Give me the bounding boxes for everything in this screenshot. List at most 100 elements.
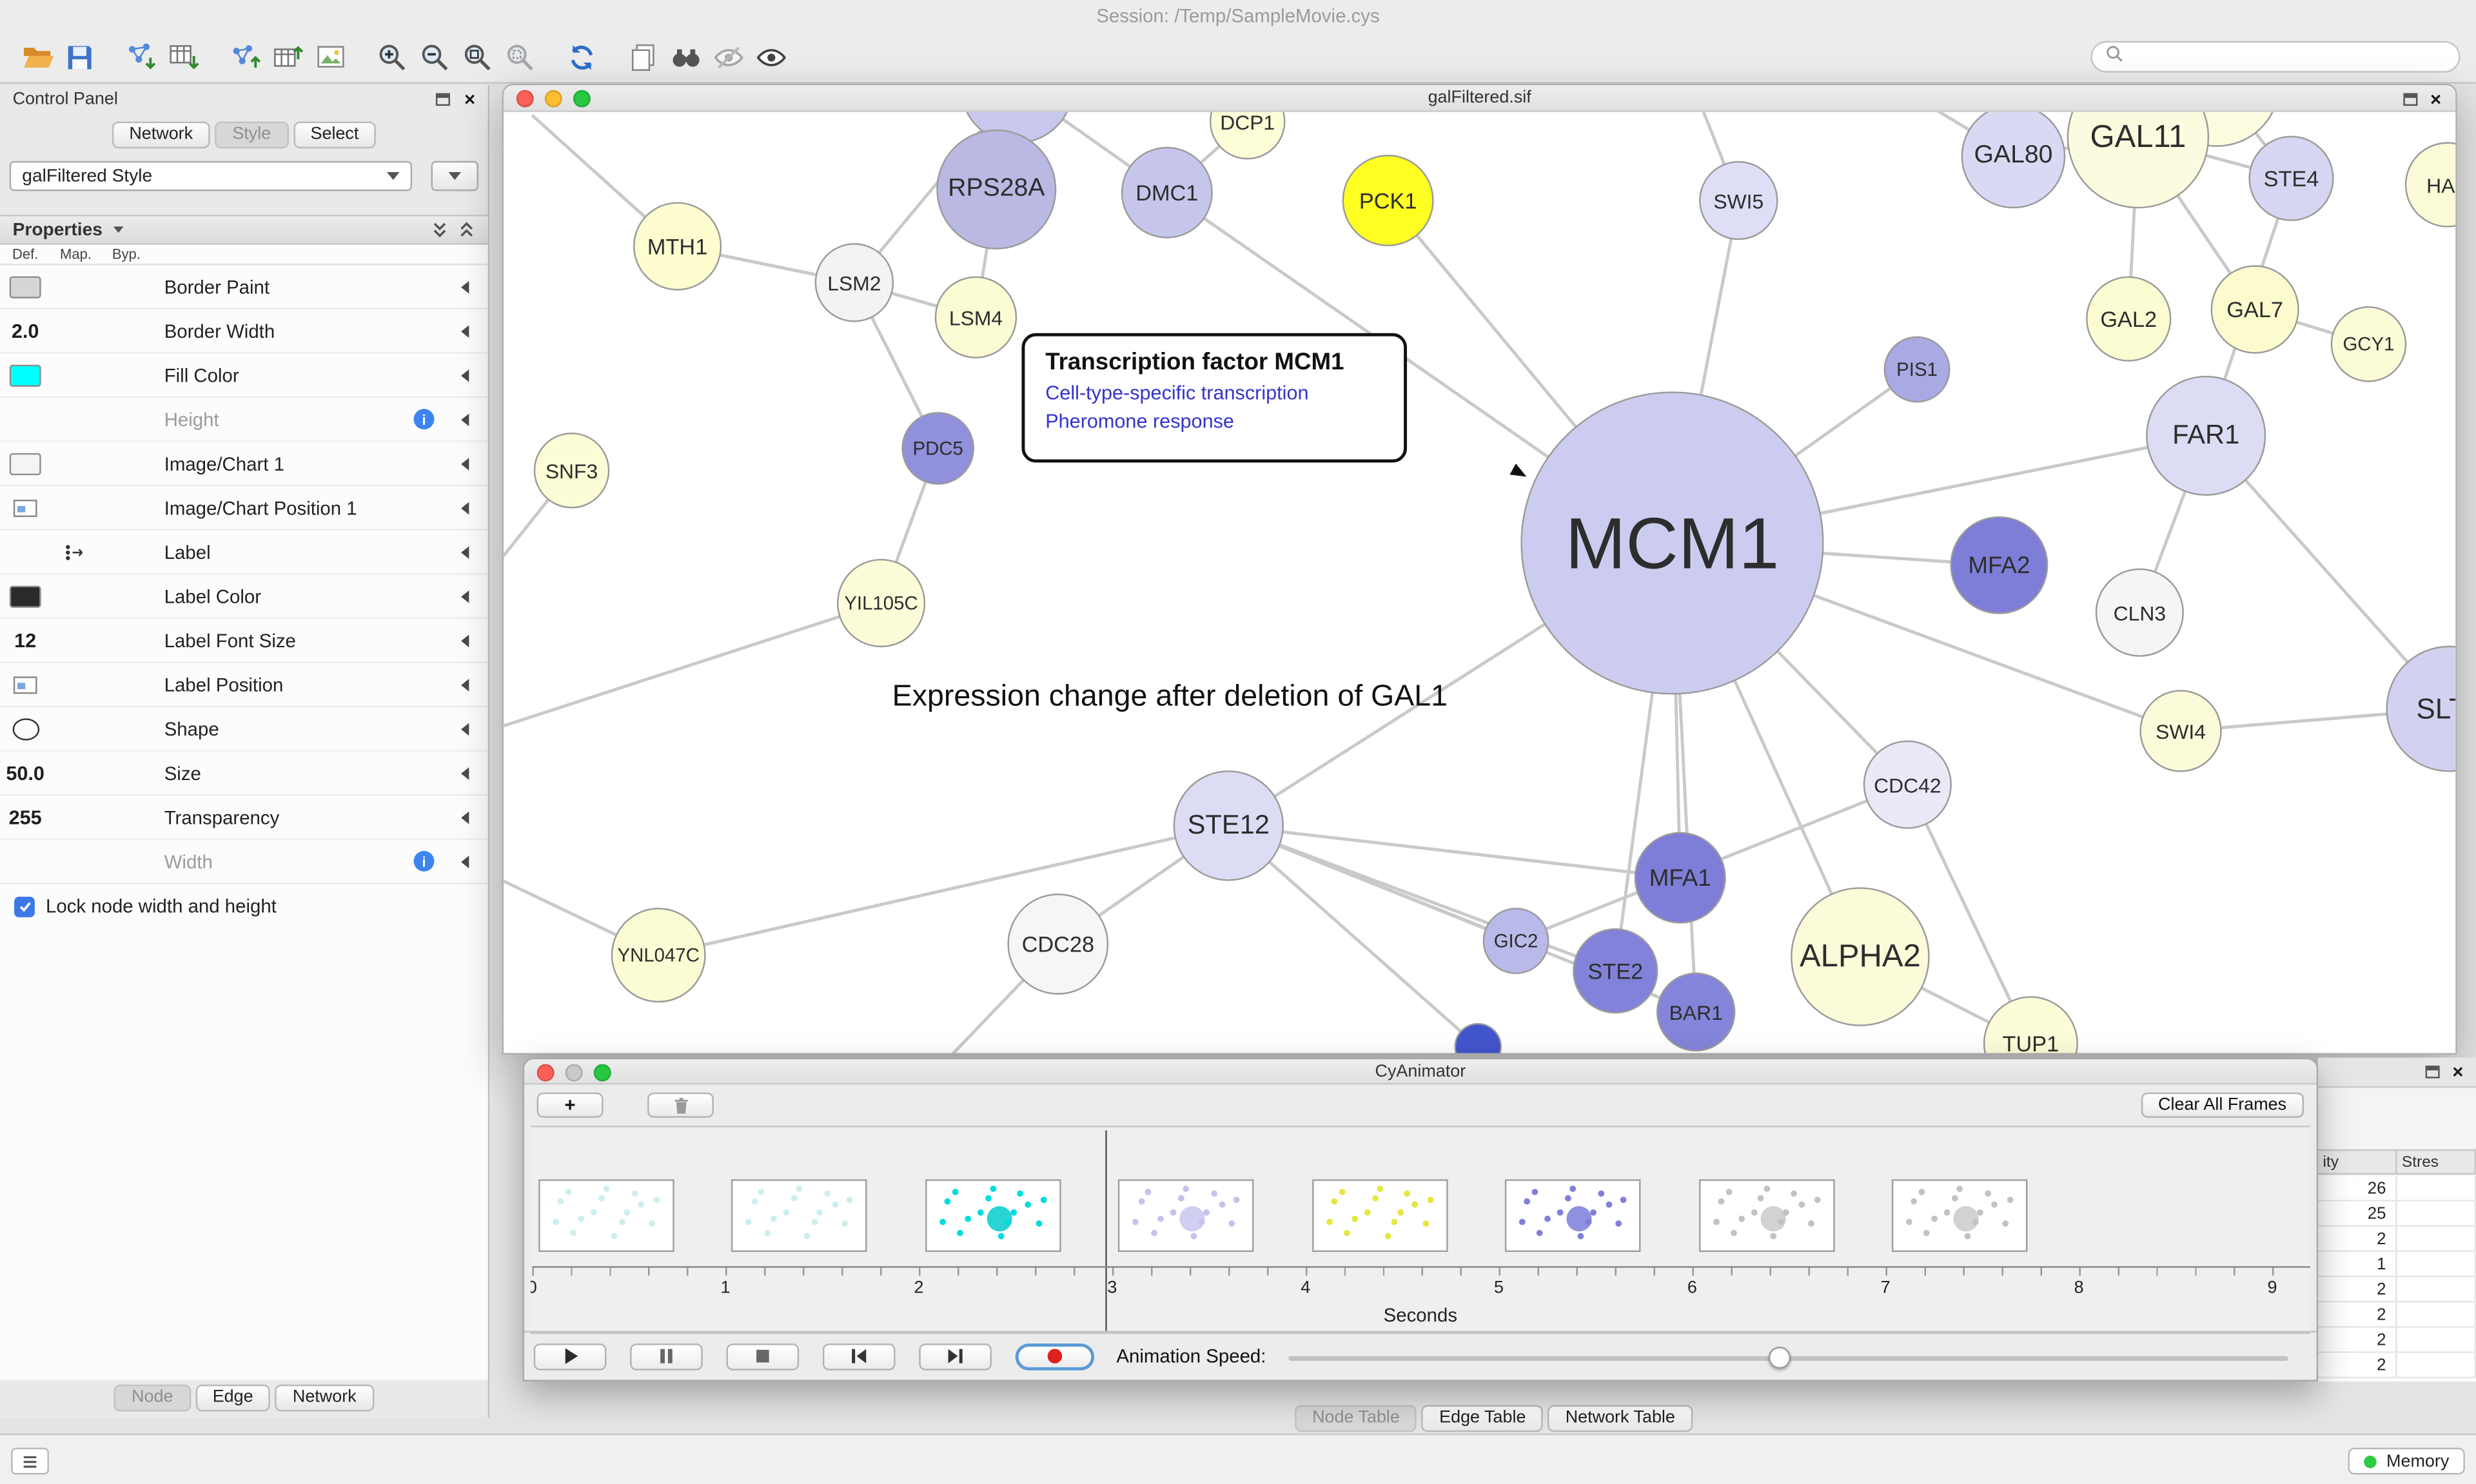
network-node-ste2[interactable]: STE2 [1573,928,1658,1014]
network-canvas[interactable]: DCP1RPS28ADMC1PCK1SWI5GAL80GAL11STE4HAPM… [504,112,2456,1053]
float-panel-icon[interactable] [435,93,450,106]
table-row[interactable]: 26 [2318,1176,2476,1202]
delete-frame-button[interactable] [647,1092,714,1118]
network-node-mcm1[interactable]: MCM1 [1520,391,1824,695]
annotation-box[interactable]: Transcription factor MCM1 Cell-type-spec… [1021,333,1408,463]
table-tab-network-table[interactable]: Network Table [1548,1405,1693,1432]
memory-button[interactable]: Memory [2348,1447,2465,1475]
table-row[interactable]: 25 [2318,1201,2476,1227]
network-node-far1[interactable]: FAR1 [2146,375,2266,496]
network-node[interactable] [1454,1022,1502,1053]
network-node-mth1[interactable]: MTH1 [633,202,722,291]
property-row-shape[interactable]: Shape [0,707,488,752]
search-box[interactable] [2090,41,2461,73]
default-value-cell[interactable] [0,452,50,474]
play-button[interactable] [533,1342,607,1370]
tab-style[interactable]: Style [215,121,289,149]
default-value-cell[interactable] [0,498,50,517]
zoom-traffic-icon[interactable] [593,1063,611,1081]
frame-thumbnail-1[interactable] [538,1179,674,1253]
close-traffic-icon[interactable] [516,90,534,108]
timeline[interactable]: 0123456789 Seconds [530,1126,2310,1334]
network-node-pdc5[interactable]: PDC5 [901,412,975,485]
network-node-bar1[interactable]: BAR1 [1656,972,1736,1052]
default-value-cell[interactable]: 2.0 [0,320,50,342]
default-value-cell[interactable]: 12 [0,629,50,651]
network-node-dmc1[interactable]: DMC1 [1121,146,1213,239]
network-node-ste4[interactable]: STE4 [2248,135,2334,221]
frame-thumbnail-5[interactable] [1312,1179,1448,1253]
network-node-ste12[interactable]: STE12 [1173,770,1284,881]
network-node-pck1[interactable]: PCK1 [1342,155,1434,247]
info-icon[interactable]: i [413,409,435,430]
float-window-icon[interactable] [2403,92,2418,105]
tab-select[interactable]: Select [293,121,377,149]
slider-thumb[interactable] [1769,1345,1791,1369]
checkbox-checked-icon[interactable] [14,895,35,917]
save-button[interactable] [59,36,101,77]
network-node-mfa1[interactable]: MFA1 [1634,832,1726,924]
expand-row-icon[interactable] [461,324,469,337]
minimize-traffic-icon[interactable] [565,1063,583,1081]
default-value-cell[interactable]: 255 [0,806,50,828]
zoom-selected-button[interactable] [499,36,542,77]
network-node-hap[interactable]: HAP [2404,142,2456,228]
style-options-button[interactable] [431,161,479,191]
collapse-all-icon[interactable] [431,221,449,239]
network-node-gal80[interactable]: GAL80 [1961,112,2066,209]
record-button[interactable] [1015,1342,1095,1370]
stop-button[interactable] [726,1342,800,1370]
network-node-lsm2[interactable]: LSM2 [814,243,894,322]
export-image-button[interactable] [310,36,352,77]
mapping-cell[interactable] [50,542,101,561]
property-row-label-position[interactable]: Label Position [0,663,488,708]
close-window-icon[interactable]: × [2430,87,2442,110]
network-node-gcy1[interactable]: GCY1 [2330,306,2407,382]
clear-all-frames-button[interactable]: Clear All Frames [2141,1092,2304,1118]
minimize-traffic-icon[interactable] [544,90,562,108]
frame-thumbnail-4[interactable] [1118,1179,1255,1253]
open-folder-button[interactable] [15,36,58,77]
network-node-ynl047c[interactable]: YNL047C [611,908,706,1003]
network-node-cln3[interactable]: CLN3 [2095,568,2184,657]
default-value-cell[interactable] [0,275,50,298]
network-node-mfa2[interactable]: MFA2 [1950,516,2049,614]
table-tab-node-table[interactable]: Node Table [1295,1405,1417,1432]
frame-thumbnail-7[interactable] [1698,1179,1834,1253]
expand-row-icon[interactable] [461,456,469,470]
network-node-gic2[interactable]: GIC2 [1482,908,1549,975]
property-row-label[interactable]: Label [0,531,488,575]
first-neighbors-button[interactable] [665,36,707,77]
tab-network[interactable]: Network [112,121,211,149]
panel-tab-node[interactable]: Node [114,1384,191,1412]
network-node-rps28a[interactable]: RPS28A [936,129,1057,249]
close-traffic-icon[interactable] [536,1063,555,1081]
network-node-lsm4[interactable]: LSM4 [934,276,1017,358]
info-icon[interactable]: i [413,851,435,872]
network-node-dcp1[interactable]: DCP1 [1209,112,1286,160]
default-value-cell[interactable] [0,585,50,607]
property-row-border-paint[interactable]: Border Paint [0,265,488,309]
table-column-stres[interactable]: Stres [2397,1151,2476,1173]
import-table-button[interactable] [162,36,205,77]
lock-size-row[interactable]: Lock node width and height [0,884,488,917]
network-node-gal7[interactable]: GAL7 [2210,265,2299,354]
frame-thumbnail-2[interactable] [731,1179,868,1253]
network-node-gal11[interactable]: GAL11 [2067,112,2210,209]
table-row[interactable]: 2 [2318,1277,2476,1303]
playhead[interactable] [1105,1130,1107,1333]
add-frame-button[interactable]: + [536,1092,604,1118]
expand-all-icon[interactable] [458,221,475,239]
table-row[interactable]: 2 [2318,1327,2476,1353]
table-column-ity[interactable]: ity [2318,1151,2397,1173]
animation-speed-slider[interactable] [1288,1343,2288,1370]
export-network-button[interactable] [224,36,267,77]
annotation-link-2[interactable]: Pheromone response [1045,410,1234,433]
table-row[interactable]: 2 [2318,1352,2476,1378]
expand-row-icon[interactable] [461,766,469,779]
